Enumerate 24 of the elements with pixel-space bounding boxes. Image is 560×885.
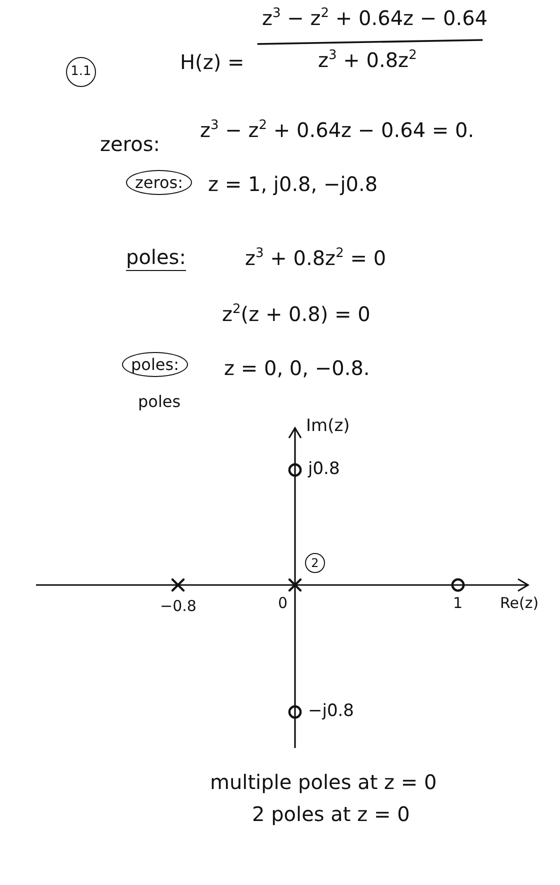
note-text: multiple poles at z = 0 xyxy=(210,770,437,794)
denominator-expression: z$^{3}$ + 0.8z$^{2}$ xyxy=(318,48,417,72)
tick-label: 0 xyxy=(278,594,288,612)
correction-note: poles xyxy=(138,392,181,412)
section-heading: zeros: xyxy=(100,132,160,156)
solution-text: z = 0, 0, −0.8. xyxy=(224,356,370,380)
tick-label: j0.8 xyxy=(308,459,340,480)
tick-label: −j0.8 xyxy=(308,701,354,722)
function-label: H(z) = xyxy=(180,50,244,74)
equation: z$^{3}$ − z$^{2}$ + 0.64z − 0.64 = 0. xyxy=(200,118,474,142)
equation: z$^{2}$(z + 0.8) = 0 xyxy=(222,302,370,326)
circled-heading: poles: xyxy=(122,352,188,378)
circled-heading: zeros: xyxy=(126,170,192,196)
axis-label: Re(z) xyxy=(500,594,539,612)
section-heading: poles: xyxy=(126,245,186,271)
solution-text: z = 1, j0.8, −j0.8 xyxy=(208,172,378,196)
multiplicity-number: 2 xyxy=(305,553,325,573)
numerator-expression: z$^{3}$ − z$^{2}$ + 0.64z − 0.64 xyxy=(262,6,488,30)
axis-label: Im(z) xyxy=(306,416,350,436)
tick-label: −0.8 xyxy=(160,597,196,615)
tick-label: 1 xyxy=(453,594,463,612)
note-text: 2 poles at z = 0 xyxy=(252,802,410,826)
equation: z$^{3}$ + 0.8z$^{2}$ = 0 xyxy=(245,246,386,270)
callout-number: 1.1 xyxy=(66,57,96,87)
